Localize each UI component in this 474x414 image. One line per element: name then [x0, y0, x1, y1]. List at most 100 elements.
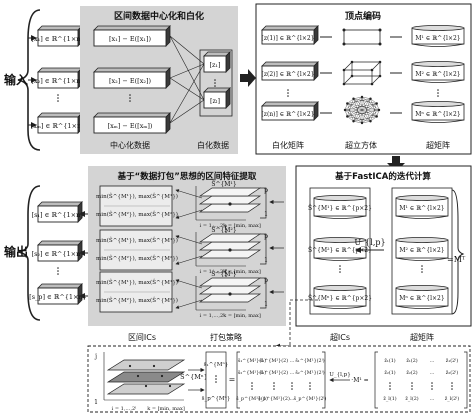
encoding-title: 顶点编码	[345, 10, 381, 22]
centered-box-1-front	[93, 29, 167, 47]
super-m-cylinder-1: M¹ ∈ ℝ^{l×2}	[395, 195, 449, 219]
z-ellipsis-dot	[451, 385, 453, 387]
matrix-ellipsis-dot	[273, 388, 275, 390]
minmax-group-3: min(Ŝ^{M¹}), max(Ŝ^{M¹})min(Ŝ^{M²}), max…	[96, 271, 178, 313]
output-box-2-front	[37, 244, 79, 262]
cylinder-top	[411, 61, 465, 67]
z-matrix-box-1-top	[261, 25, 319, 31]
hypermatrix-cylinder-1	[411, 25, 465, 47]
z-ellipsis-dot	[411, 385, 413, 387]
cylinder-top	[313, 237, 367, 243]
hypercube-edge	[370, 98, 377, 104]
vertex-point	[346, 102, 349, 105]
super-m-ellipsis	[421, 265, 423, 273]
hypermatrix-cylinder-2	[411, 61, 465, 83]
centered-ellipsis-dot	[129, 100, 131, 102]
mt-brace	[451, 189, 465, 315]
cube-edge	[343, 61, 353, 71]
hypercube-edge	[347, 98, 371, 104]
super-m-frame	[391, 187, 453, 315]
centered-box-2	[93, 67, 171, 89]
minmax-row-2: min(Ŝ^{M²}), max(Ŝ^{M²})	[96, 254, 178, 262]
hypercube-edge	[344, 96, 363, 111]
z-ellipsis-dot	[431, 388, 433, 390]
detail-s-label: Ŝ^{Mⁿ}	[180, 372, 208, 381]
whitening-edge	[169, 77, 205, 101]
cylinder-bottom	[313, 305, 367, 309]
whitened-ellipsis	[214, 79, 216, 87]
z-matrix-box-3-top	[261, 101, 319, 107]
z-matrix-box-3-front	[261, 105, 315, 121]
u-label: U_{l,p}	[354, 238, 385, 247]
vertex-point	[378, 60, 382, 64]
detail-point	[160, 374, 164, 378]
cube-edge	[371, 61, 381, 71]
hypercube-edge	[347, 103, 377, 117]
detail-one-label: 1	[94, 399, 98, 406]
hypercube-edge	[347, 116, 371, 122]
vertex-point	[342, 28, 346, 32]
to-minmax-arrow	[175, 299, 203, 309]
vertex-point	[370, 82, 374, 86]
z-bracket-right	[464, 351, 468, 409]
whitened-ellipsis-dot	[214, 82, 216, 84]
vertex-point	[378, 74, 382, 78]
matrix-bracket-right	[322, 351, 326, 409]
vertex-point	[352, 97, 355, 100]
stack-i-label: i = 1,…,2ˡ	[200, 269, 225, 275]
vertex-point	[342, 82, 346, 86]
vertex-point	[342, 42, 346, 46]
output-box-1-front	[37, 205, 79, 223]
to-minmax-arrow	[175, 255, 203, 265]
input-box-2-front	[37, 71, 79, 89]
hypercube-edge	[347, 116, 354, 122]
z-ellipsis-dot	[431, 382, 433, 384]
whitening-edge	[169, 63, 205, 124]
output-box-3-front	[37, 287, 79, 305]
z-ellipsis-dot	[411, 388, 413, 390]
to-fastica-arrow	[387, 156, 405, 172]
vertex-ellipsis-2-dot	[437, 89, 439, 91]
cube-edge	[343, 75, 353, 85]
input-box-label: [xₘ] ∈ ℝ^{1×n}	[31, 122, 86, 130]
minmax-row-1: min(Ŝ^{M¹}), max(Ŝ^{M¹})	[96, 236, 178, 244]
stack-plane-middle	[198, 241, 262, 251]
hypercube-edge	[353, 96, 363, 122]
minmax-boxes: min(Ŝ^{M¹}), max(Ŝ^{M¹}) min(Ŝ^{M²}), max…	[96, 185, 178, 313]
super-ic-ellipsis-dot	[339, 268, 341, 270]
stack-plane-bottom	[198, 249, 262, 259]
whitened-box-1	[203, 51, 231, 73]
whitening-matrix-label: 白化矩阵	[272, 140, 304, 150]
matrix-ellipsis	[251, 382, 253, 390]
cube-edge	[371, 75, 381, 85]
matrix-bracket-left	[236, 351, 240, 409]
detail-point	[128, 364, 132, 368]
matrix-ellipsis-dot	[251, 385, 253, 387]
minmax-group-1: min(Ŝ^{M¹}), max(Ŝ^{M¹})min(Ŝ^{M²}), max…	[96, 185, 178, 227]
output-label: 输出	[4, 244, 28, 259]
cylinder-bottom	[411, 119, 465, 123]
minmax-row-2: min(Ŝ^{M²}), max(Ŝ^{M²})	[96, 296, 178, 304]
hypercube-edge	[344, 109, 363, 124]
matrix-ellipsis	[291, 382, 293, 390]
hypercube-edge	[361, 121, 371, 124]
cylinder-top	[313, 195, 367, 201]
hypercube-edge	[361, 98, 371, 124]
matrix-cell: …	[290, 359, 295, 364]
hypercube-edge	[347, 98, 354, 117]
stack-point	[228, 292, 232, 296]
output-box-1	[37, 201, 83, 223]
matrix-cell: …	[290, 371, 295, 376]
hypercube-2d	[343, 29, 381, 45]
matrix-cell: ŝ₁^{M¹}(1)	[238, 357, 266, 364]
hypercube-edge	[370, 116, 377, 122]
z-ellipsis	[451, 382, 453, 390]
super-m-label: M¹ ∈ ℝ^{l×2}	[399, 205, 444, 212]
matrix-cell: ŝ₁^{M¹}(2ˡ)	[295, 357, 324, 364]
cylinder-top	[411, 25, 465, 31]
stack-k-label: k = [min, max]	[223, 269, 261, 275]
z-ellipsis-dot	[389, 382, 391, 384]
output-ellipsis	[57, 267, 59, 275]
output-box-3-top	[37, 283, 83, 289]
